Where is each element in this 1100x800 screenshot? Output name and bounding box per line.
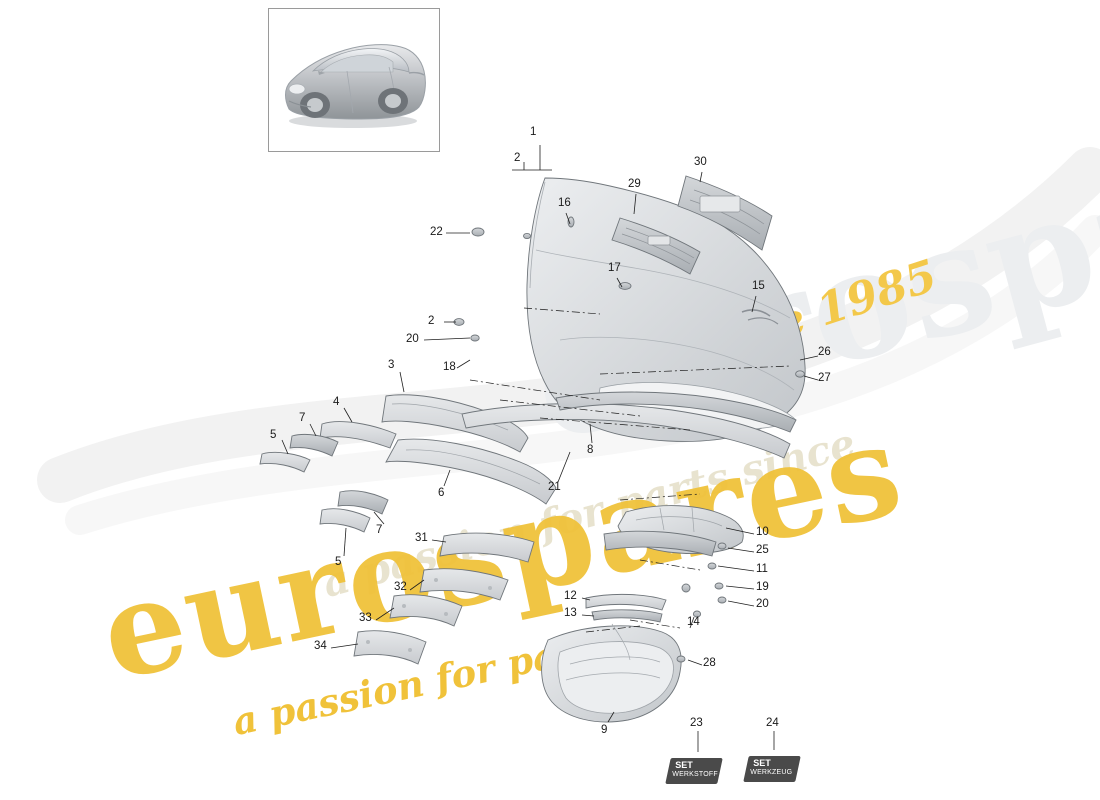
set-box-23-label: SET — [675, 760, 693, 770]
callout-10: 10 — [756, 526, 769, 538]
callout-2-upper: 2 — [514, 152, 521, 164]
part-duct-25 — [603, 530, 717, 557]
callout-5-upper: 5 — [270, 429, 277, 441]
callout-4: 4 — [333, 396, 340, 408]
callout-3: 3 — [388, 359, 395, 371]
callout-19: 19 — [756, 581, 769, 593]
callout-6: 6 — [438, 487, 445, 499]
callout-1: 1 — [530, 126, 537, 138]
callout-29: 29 — [628, 178, 641, 190]
callout-34: 34 — [314, 640, 327, 652]
callout-23: 23 — [690, 717, 703, 729]
callout-33: 33 — [359, 612, 372, 624]
part-grille-29 — [611, 217, 701, 275]
part-strip-13 — [591, 609, 663, 623]
part-lip-8 — [555, 391, 797, 433]
callout-9: 9 — [601, 724, 608, 736]
callout-16: 16 — [558, 197, 571, 209]
callout-13: 13 — [564, 607, 577, 619]
callout-17: 17 — [608, 262, 621, 274]
callout-27: 27 — [818, 372, 831, 384]
part-strip-12 — [585, 593, 667, 611]
part-bracket-4 — [319, 421, 397, 449]
part-plate-34 — [353, 630, 427, 665]
part-grille-frame-30 — [677, 175, 773, 251]
set-box-23-sublabel: WERKSTOFF — [672, 771, 718, 778]
callout-25: 25 — [756, 544, 769, 556]
callout-7-lower: 7 — [376, 524, 383, 536]
part-panel-31 — [439, 532, 535, 563]
part-carrier-6 — [385, 438, 557, 505]
callout-32: 32 — [394, 581, 407, 593]
set-box-23: SET WERKSTOFF — [665, 758, 723, 784]
callout-2-lower: 2 — [428, 315, 435, 327]
callout-15: 15 — [752, 280, 765, 292]
callout-26: 26 — [818, 346, 831, 358]
part-pad-5-lower — [319, 508, 371, 533]
callout-20-upper: 20 — [406, 333, 419, 345]
part-panel-32 — [419, 568, 509, 601]
part-lower-frame-9 — [541, 623, 682, 723]
set-box-24: SET WERKZEUG — [743, 756, 801, 782]
callout-7-upper: 7 — [299, 412, 306, 424]
vehicle-thumbnail — [268, 8, 440, 152]
callout-18: 18 — [443, 361, 456, 373]
callout-8: 8 — [587, 444, 594, 456]
callout-20-lower: 20 — [756, 598, 769, 610]
set-box-24-sublabel: WERKZEUG — [750, 769, 793, 776]
callout-5-lower: 5 — [335, 556, 342, 568]
part-plate-33 — [389, 594, 463, 627]
part-bracket-7-lower — [337, 490, 389, 515]
part-pad-5-upper — [259, 451, 311, 473]
callout-11: 11 — [756, 563, 768, 575]
callout-21: 21 — [548, 481, 561, 493]
callout-31: 31 — [415, 532, 428, 544]
part-reinforcement-3 — [381, 394, 529, 453]
callout-22: 22 — [430, 226, 443, 238]
leader-lines — [281, 145, 819, 752]
callout-12: 12 — [564, 590, 577, 602]
callout-30: 30 — [694, 156, 707, 168]
vehicle-thumbnail-image — [285, 44, 426, 128]
part-bracket-7-upper — [289, 433, 339, 457]
callout-24: 24 — [766, 717, 779, 729]
set-box-24-label: SET — [753, 758, 771, 768]
callout-14: 14 — [687, 616, 700, 628]
part-fasteners — [453, 216, 805, 663]
callout-28: 28 — [703, 657, 716, 669]
